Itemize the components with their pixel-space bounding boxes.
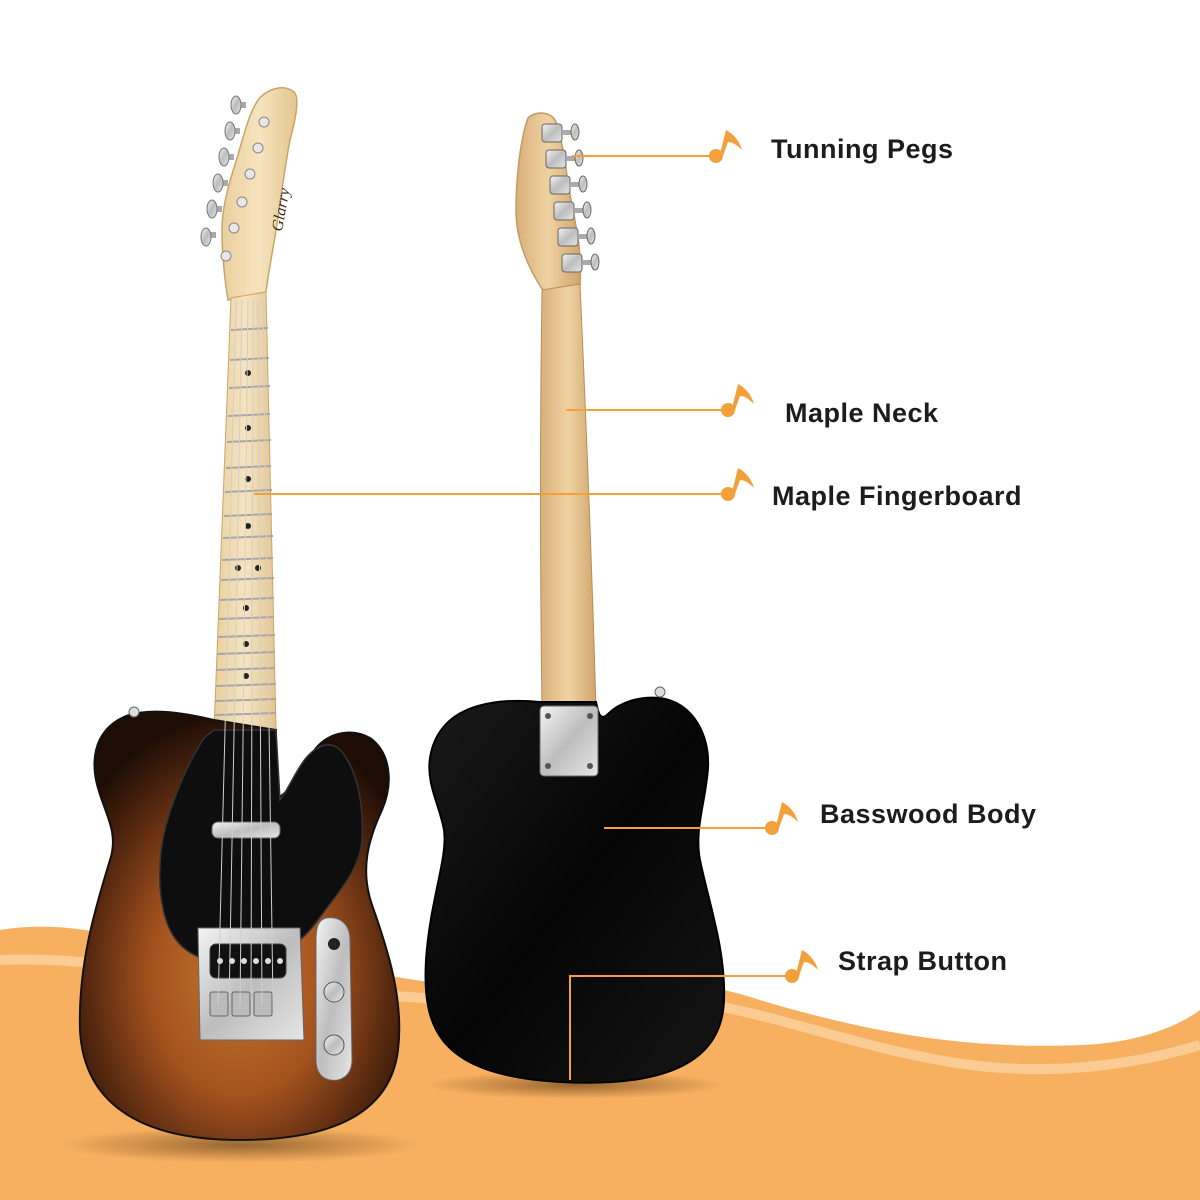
bridge-pickup-poles [217,958,283,964]
label-strap-button: Strap Button [838,946,1008,976]
front-strap-button [128,706,140,718]
front-guitar: Glarry [78,87,401,1142]
music-note-icon [709,130,742,163]
tone-knob [323,1034,345,1056]
front-guitar-shadow [60,1127,420,1163]
label-maple-fingerboard: Maple Fingerboard [772,481,1023,511]
music-note-icon [765,802,798,835]
volume-knob [323,981,345,1003]
back-strap-button-top [654,686,666,698]
callout-markers [709,130,818,983]
selector-switch [328,938,340,950]
label-tuning-pegs: Tunning Pegs [771,134,954,164]
back-tuners [541,123,580,143]
front-tuning-pegs [200,95,270,262]
front-bridge-pickup [209,943,287,979]
back-body [424,696,726,1084]
front-frets [214,327,277,716]
front-neck-pickup [211,821,281,839]
front-strings [217,299,274,1006]
neck-plate-screws [545,713,593,769]
back-neck [540,283,597,713]
label-maple-neck: Maple Neck [785,398,939,428]
label-basswood-body: Basswood Body [820,799,1037,829]
back-tuners-row [545,149,600,273]
back-guitar-shadow [425,1071,725,1099]
neck-plate [539,705,599,777]
front-headstock [221,87,298,301]
music-note-icon [785,950,818,983]
callout-line-strap-button [569,975,790,1080]
back-guitar [424,112,726,1084]
bridge-saddles [209,991,273,1017]
callout-lines [254,155,790,1080]
music-note-icon [721,468,754,501]
music-note-icon [721,384,754,417]
